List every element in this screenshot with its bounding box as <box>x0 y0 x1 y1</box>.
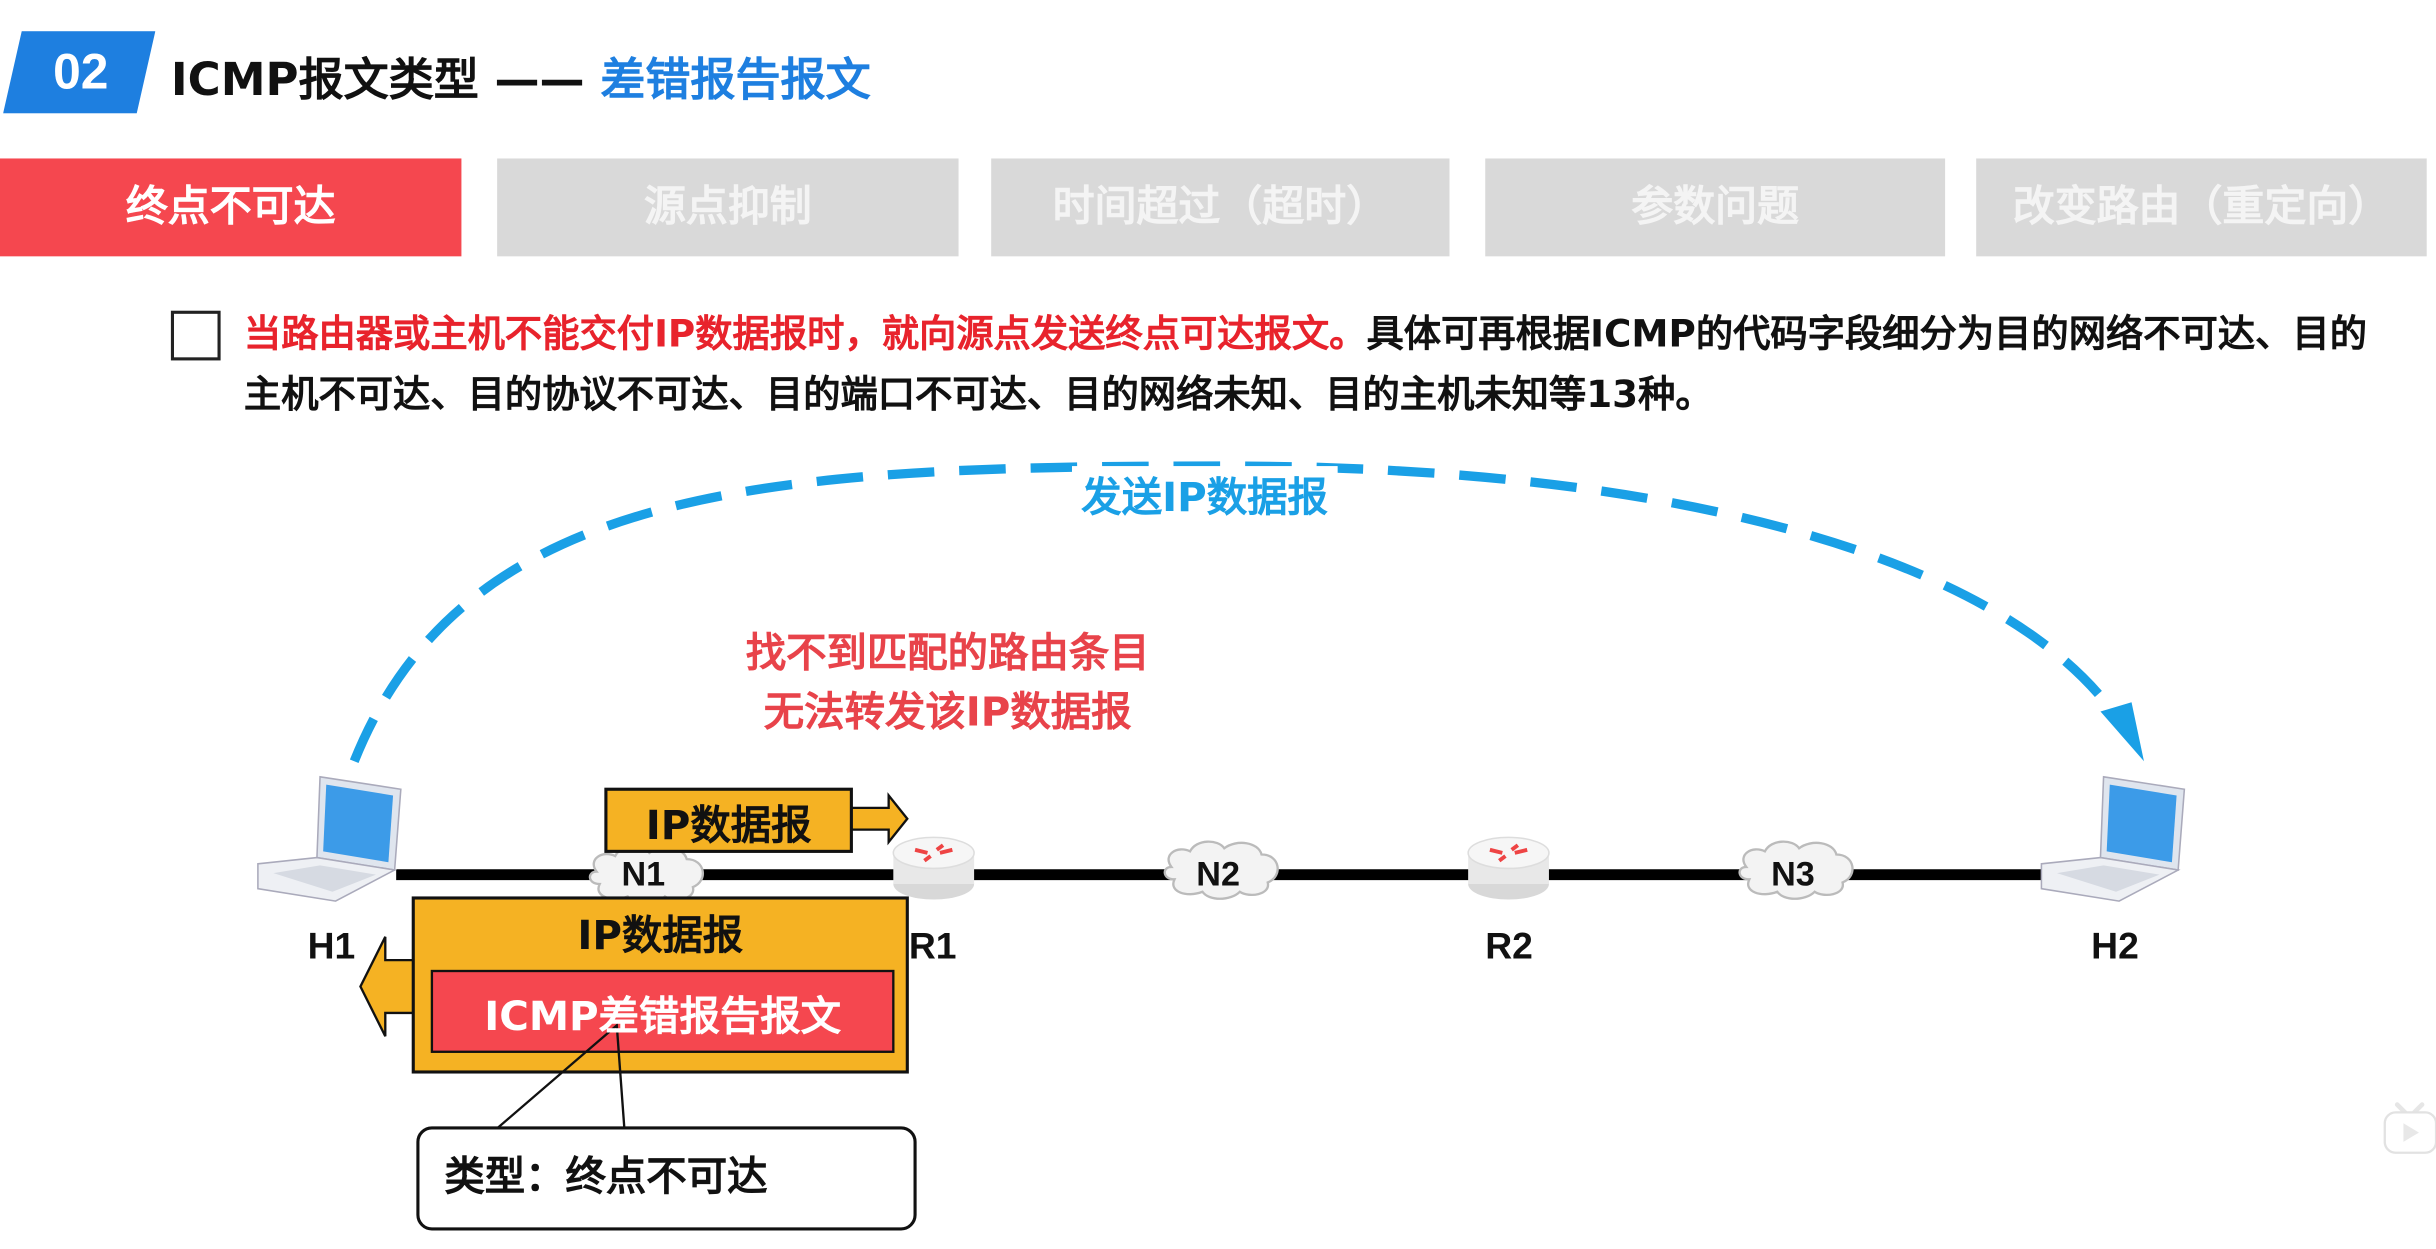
page-title: ICMP报文类型 —— 差错报告报文 <box>171 44 871 109</box>
section-number: 02 <box>53 43 109 100</box>
router-label-r1: R1 <box>908 925 957 968</box>
network-label-n3: N3 <box>1771 854 1815 894</box>
h1-laptop-icon <box>257 776 402 902</box>
description-text: 当路由器或主机不能交付IP数据报时，就向源点发送终点可达报文。具体可再根据ICM… <box>244 305 2404 426</box>
description-highlight: 当路由器或主机不能交付IP数据报时，就向源点发送终点可达报文。 <box>243 312 1367 356</box>
icmp-message-label: ICMP差错报告报文 <box>484 994 842 1041</box>
bullet-checkbox <box>170 310 221 361</box>
network-label-n2: N2 <box>1196 854 1240 894</box>
warning-line-2: 无法转发该IP数据报 <box>763 689 1132 737</box>
arc-label: 发送IP数据报 <box>1071 466 1338 524</box>
tab-source-quench[interactable]: 源点抑制 <box>497 158 959 257</box>
r1-router-icon <box>891 835 977 902</box>
section-badge <box>3 31 156 114</box>
description-rest: 具体可再根据ICMP的代码字段细分为目的网络不可达、目的主机不可达、目的协议不可… <box>243 312 2367 417</box>
return-packet-label: IP数据报 <box>577 913 744 961</box>
tab-time-exceeded[interactable]: 时间超过（超时） <box>991 158 1450 257</box>
arc-arrowhead-icon <box>2100 702 2144 762</box>
tab-redirect[interactable]: 改变路由（重定向） <box>1976 158 2427 257</box>
return-arrow-icon <box>359 936 418 1037</box>
tab-destination-unreachable[interactable]: 终点不可达 <box>0 158 462 257</box>
warning-line-1: 找不到匹配的路由条目 <box>745 630 1150 678</box>
title-sub: 差错报告报文 <box>600 52 871 106</box>
forward-packet-label: IP数据报 <box>645 803 812 850</box>
router-label-r2: R2 <box>1485 925 1533 968</box>
forward-packet-box <box>604 787 853 853</box>
routing-warning: 找不到匹配的路由条目无法转发该IP数据报 <box>684 625 1212 743</box>
host-label-h1: H1 <box>307 925 356 968</box>
tab-parameter-problem[interactable]: 参数问题 <box>1485 158 1946 257</box>
h2-laptop-icon <box>2040 776 2186 902</box>
title-main: ICMP报文类型 —— <box>170 52 585 106</box>
r2-router-icon <box>1466 835 1551 902</box>
send-datagram-arc <box>349 461 2130 763</box>
callout-pointer <box>493 1022 626 1132</box>
video-player-icon[interactable] <box>2382 1095 2436 1160</box>
network-label-n1: N1 <box>621 854 666 894</box>
icmp-message-box <box>430 969 895 1053</box>
forward-arrow-icon <box>847 792 909 846</box>
host-label-h2: H2 <box>2091 925 2139 968</box>
type-callout: 类型：终点不可达 <box>416 1126 917 1231</box>
